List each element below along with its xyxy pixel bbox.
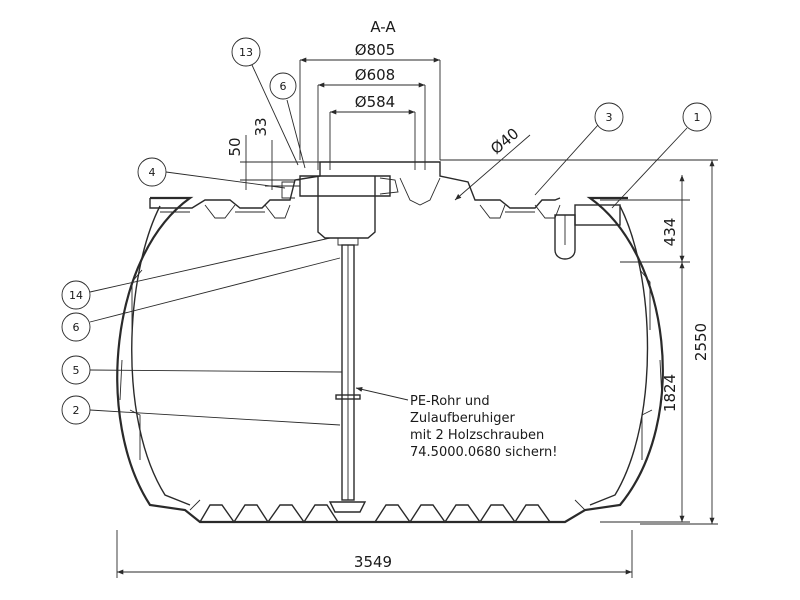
section-label: A-A: [370, 18, 396, 36]
balloon-4: 4: [137, 157, 286, 189]
balloon-2: 2: [61, 395, 341, 426]
svg-text:5: 5: [73, 364, 80, 377]
svg-text:6: 6: [73, 321, 80, 334]
tank-body: [116, 161, 664, 524]
dim-33: 33: [252, 117, 270, 136]
dim-805: Ø805: [355, 41, 395, 59]
balloon-5: 5: [61, 355, 343, 385]
svg-text:4: 4: [149, 166, 156, 179]
dim-50: 50: [226, 137, 244, 156]
dimension-lines: [116, 57, 718, 578]
dim-3549: 3549: [354, 553, 392, 571]
svg-text:14: 14: [69, 289, 83, 302]
note-line-2: Zulaufberuhiger: [410, 411, 515, 426]
dim-40: Ø40: [487, 124, 522, 158]
balloon-1: 1: [611, 102, 712, 209]
balloon-6-top: 6: [269, 72, 306, 169]
balloon-6-mid: 6: [61, 257, 341, 342]
svg-text:6: 6: [280, 80, 287, 93]
balloon-14: 14: [61, 237, 331, 310]
dim-584: Ø584: [355, 93, 395, 111]
dim-608: Ø608: [355, 66, 395, 84]
note-line-4: 74.5000.0680 sichern!: [410, 445, 557, 460]
dim-1824: 1824: [661, 374, 679, 412]
svg-text:1: 1: [694, 111, 701, 124]
svg-text:2: 2: [73, 404, 80, 417]
balloon-3: 3: [534, 102, 624, 196]
dim-434: 434: [661, 218, 679, 247]
svg-text:3: 3: [606, 111, 613, 124]
balloon-13: 13: [231, 37, 299, 166]
pipe-note: PE-Rohr und Zulaufberuhiger mit 2 Holzsc…: [355, 386, 557, 460]
svg-text:13: 13: [239, 46, 253, 59]
dim-2550: 2550: [692, 323, 710, 361]
note-line-3: mit 2 Holzschrauben: [410, 428, 544, 443]
note-line-1: PE-Rohr und: [410, 394, 490, 409]
